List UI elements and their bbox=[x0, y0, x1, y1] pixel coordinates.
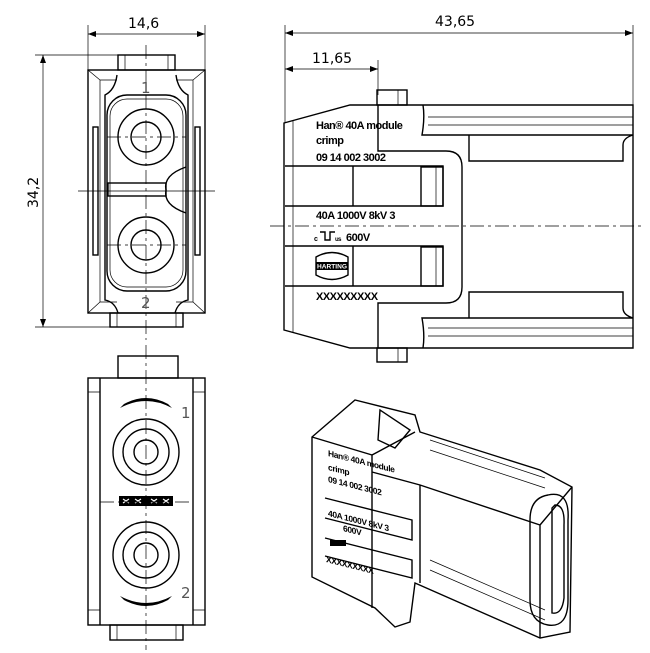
rear-pin-label-2: 2 bbox=[181, 584, 191, 602]
pin-label-2: 2 bbox=[141, 294, 151, 312]
rear-pin-label-1: 1 bbox=[181, 404, 191, 422]
iso-marking-line-3: 09 14 002 3002 bbox=[328, 474, 382, 497]
ul-logo-icon bbox=[320, 231, 335, 241]
iso-marking-line-5: 600V bbox=[343, 523, 362, 538]
brand-name: HARTING bbox=[317, 265, 347, 271]
iso-marking-line-6: XXXXXXXXX bbox=[326, 554, 374, 576]
pin-label-1: 1 bbox=[141, 79, 151, 97]
ul-suffix: us bbox=[335, 237, 342, 243]
harting-logo-icon bbox=[315, 251, 349, 281]
length-dimension: 43,65 bbox=[435, 14, 475, 30]
front-view: 14,6 34,2 1 2 bbox=[26, 16, 215, 340]
marking-line-5: 600V bbox=[346, 232, 371, 244]
marking-line-2: crimp bbox=[316, 135, 344, 147]
isometric-view: Han® 40A module crimp 09 14 002 3002 40A… bbox=[311, 399, 573, 639]
rear-view: 1 2 bbox=[87, 345, 206, 650]
marking-line-6: XXXXXXXXX bbox=[316, 291, 379, 303]
height-dimension: 34,2 bbox=[26, 177, 42, 208]
harting-logo: HARTING bbox=[315, 251, 349, 281]
marking-line-1: Han® 40A module bbox=[316, 120, 403, 132]
width-dimension: 14,6 bbox=[128, 16, 159, 32]
offset-dimension: 11,65 bbox=[312, 51, 352, 67]
marking-line-4: 40A 1000V 8kV 3 bbox=[316, 210, 395, 222]
ul-prefix: c bbox=[314, 236, 318, 243]
side-view: 43,65 11,65 Han® 40A module crimp 09 14 … bbox=[270, 14, 645, 363]
iso-harting-logo-icon bbox=[330, 540, 346, 546]
marking-line-3: 09 14 002 3002 bbox=[316, 152, 386, 164]
